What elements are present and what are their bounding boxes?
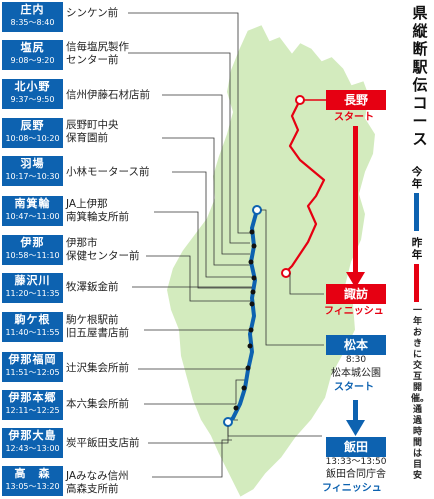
stop-box: 北小野 9:37～9:50 <box>2 79 63 109</box>
matsumoto-tag: 松本 <box>326 335 386 355</box>
place-label: 信州伊藤石材店前 <box>66 89 150 101</box>
stop-box: 南箕輪 10:47～11:00 <box>2 196 63 226</box>
stop-time: 8:35～8:40 <box>10 18 55 27</box>
place-label: 辰野町中央 保育園前 <box>66 119 119 144</box>
stop-box: 駒ケ根 11:40～11:55 <box>2 312 63 342</box>
place-label: 駒ケ根駅前 旧五屋書店前 <box>66 314 129 339</box>
legend-last-year-label: 昨年 <box>411 237 423 261</box>
stop-box: 藤沢川 11:20～11:35 <box>2 273 63 303</box>
stop-box: 高 森 13:05～13:20 <box>2 466 63 496</box>
course-title: 県縦断駅伝コース <box>412 4 428 148</box>
stop-time: 11:40～11:55 <box>5 328 60 337</box>
stop-time: 10:08～10:20 <box>5 134 60 143</box>
place-label: 本六集会所前 <box>66 398 129 410</box>
suwa-finish-label: フィニッシュ <box>324 306 384 317</box>
prefecture-land <box>164 22 378 499</box>
iida-place: 飯田合同庁舎 <box>326 469 386 480</box>
place-label: 小林モータース前 <box>66 166 150 178</box>
stop-name: 庄内 <box>20 3 45 16</box>
stop-time: 13:05～13:20 <box>5 482 60 491</box>
stop-name: 駒ケ根 <box>14 313 51 326</box>
stop-time: 10:58～11:10 <box>5 251 60 260</box>
stop-box: 羽場 10:17～10:30 <box>2 156 63 186</box>
place-label: JAみなみ信州 高森支所前 <box>66 470 129 495</box>
stop-time: 11:51～12:05 <box>5 368 60 377</box>
stop-box: 伊那 10:58～11:10 <box>2 235 63 265</box>
stop-time: 10:47～11:00 <box>5 212 60 221</box>
matsumoto-start-label: スタート <box>334 382 374 393</box>
stop-name: 伊那 <box>20 236 45 249</box>
last-year-route-line <box>285 99 326 273</box>
place-label: シンケン前 <box>66 7 119 19</box>
last-year-start-marker <box>295 95 305 105</box>
suwa-connector <box>289 273 324 295</box>
place-label: 信毎塩尻製作 センター前 <box>66 41 129 66</box>
stop-name: 辰野 <box>20 119 45 132</box>
legend-this-year-label: 今年 <box>411 166 423 190</box>
stop-time: 10:17～10:30 <box>5 172 60 181</box>
stop-box: 伊那福岡 11:51～12:05 <box>2 352 63 382</box>
stop-box: 伊那大島 12:43～13:00 <box>2 428 63 458</box>
nagano-tag: 長野 <box>326 90 386 110</box>
this-year-finish-marker <box>223 417 233 427</box>
this-year-start-marker <box>252 205 262 215</box>
stop-time: 9:37～9:50 <box>10 95 55 104</box>
stop-time: 12:43～13:00 <box>5 444 60 453</box>
matsumoto-place: 松本城公園 <box>331 368 381 379</box>
stop-name: 南箕輪 <box>14 197 51 210</box>
stop-name: 北小野 <box>14 80 51 93</box>
iida-tag: 飯田 <box>326 437 386 457</box>
relay-point-dots <box>233 229 257 411</box>
stop-box: 辰野 10:08～10:20 <box>2 118 63 148</box>
stop-box: 塩尻 9:08～9:20 <box>2 40 63 70</box>
matsumoto-time: 8:30 <box>345 355 367 365</box>
place-label: 伊那市 保健センター前 <box>66 237 140 262</box>
last-year-direction-arrow <box>346 126 365 288</box>
stop-time: 9:08～9:20 <box>10 56 55 65</box>
iida-finish-label: フィニッシュ <box>322 483 382 494</box>
place-label: JA上伊那 南箕輪支所前 <box>66 198 129 223</box>
stop-name: 伊那大島 <box>8 429 57 442</box>
stop-name: 羽場 <box>20 157 45 170</box>
stop-name: 伊那本郷 <box>8 391 57 404</box>
place-label: 牧澤鈑金前 <box>66 281 119 293</box>
nagano-start-label: スタート <box>334 112 374 123</box>
stop-name: 高 森 <box>14 467 51 480</box>
last-year-finish-marker <box>281 268 291 278</box>
stop-time: 11:20～11:35 <box>5 289 60 298</box>
suwa-tag: 諏訪 <box>326 284 386 304</box>
stop-name: 塩尻 <box>20 41 45 54</box>
stop-box: 庄内 8:35～8:40 <box>2 2 63 32</box>
stop-name: 藤沢川 <box>14 274 51 287</box>
stop-time: 12:11～12:25 <box>5 406 60 415</box>
this-year-direction-arrow <box>346 400 365 436</box>
matsumoto-connector <box>261 209 324 346</box>
iida-connector <box>227 426 322 437</box>
legend-this-year-bar <box>414 193 419 231</box>
legend-last-year-bar <box>414 264 419 302</box>
iida-time: 13:33～13:50 <box>325 457 387 467</box>
this-year-route-line <box>226 209 259 424</box>
stop-box: 伊那本郷 12:11～12:25 <box>2 390 63 420</box>
course-note: 一年おきに交互開催。通過時間は目安 <box>411 306 430 481</box>
place-label: 辻沢集会所前 <box>66 362 129 374</box>
place-label: 炭平飯田支店前 <box>66 437 140 449</box>
stop-name: 伊那福岡 <box>8 353 57 366</box>
